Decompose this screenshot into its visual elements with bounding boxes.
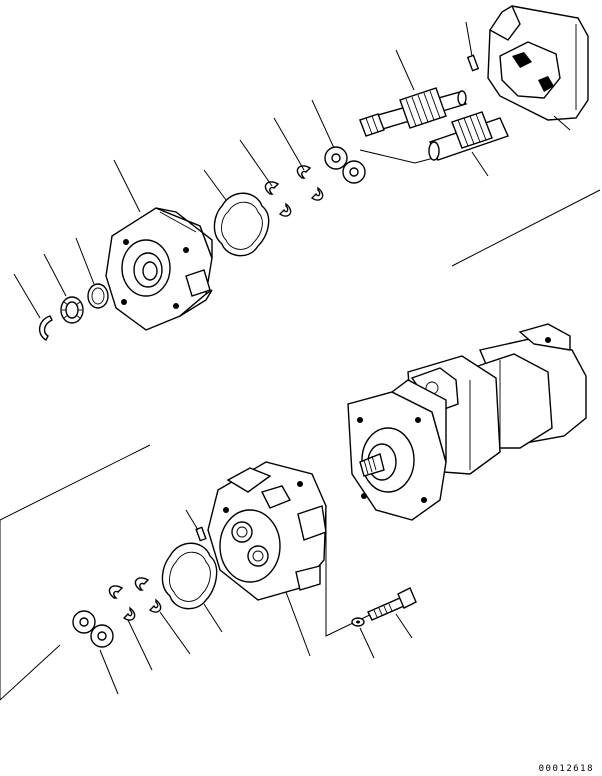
tandem-pump-assembly (347, 323, 587, 521)
dowel-pin-upper (466, 54, 480, 72)
backup-ring-upper-a (296, 165, 324, 201)
driven-gear (428, 111, 509, 161)
mounting-bolt (367, 587, 417, 621)
upper-group-bracket (359, 149, 601, 267)
callout-leaders (13, 21, 571, 695)
backup-ring-lower-b (108, 585, 136, 621)
bushing-plate-upper (324, 146, 366, 184)
needle-bearing (60, 296, 84, 324)
backup-ring-upper-b (264, 181, 292, 217)
bushing-plate-lower (72, 610, 114, 648)
washer (351, 617, 365, 627)
gasket-upper (213, 192, 270, 257)
rear-gear-housing (207, 461, 327, 601)
mounting-flange-front (105, 207, 213, 331)
drive-gear-shaft (359, 87, 467, 137)
snap-ring-front (39, 315, 53, 341)
gasket-lower (161, 542, 218, 610)
oil-seal (87, 283, 109, 309)
backup-ring-lower-a (134, 577, 162, 613)
dowel-pin-lower (195, 526, 207, 542)
gear-housing-upper (487, 4, 589, 121)
drawing-reference-number: 00012618 (538, 764, 594, 774)
